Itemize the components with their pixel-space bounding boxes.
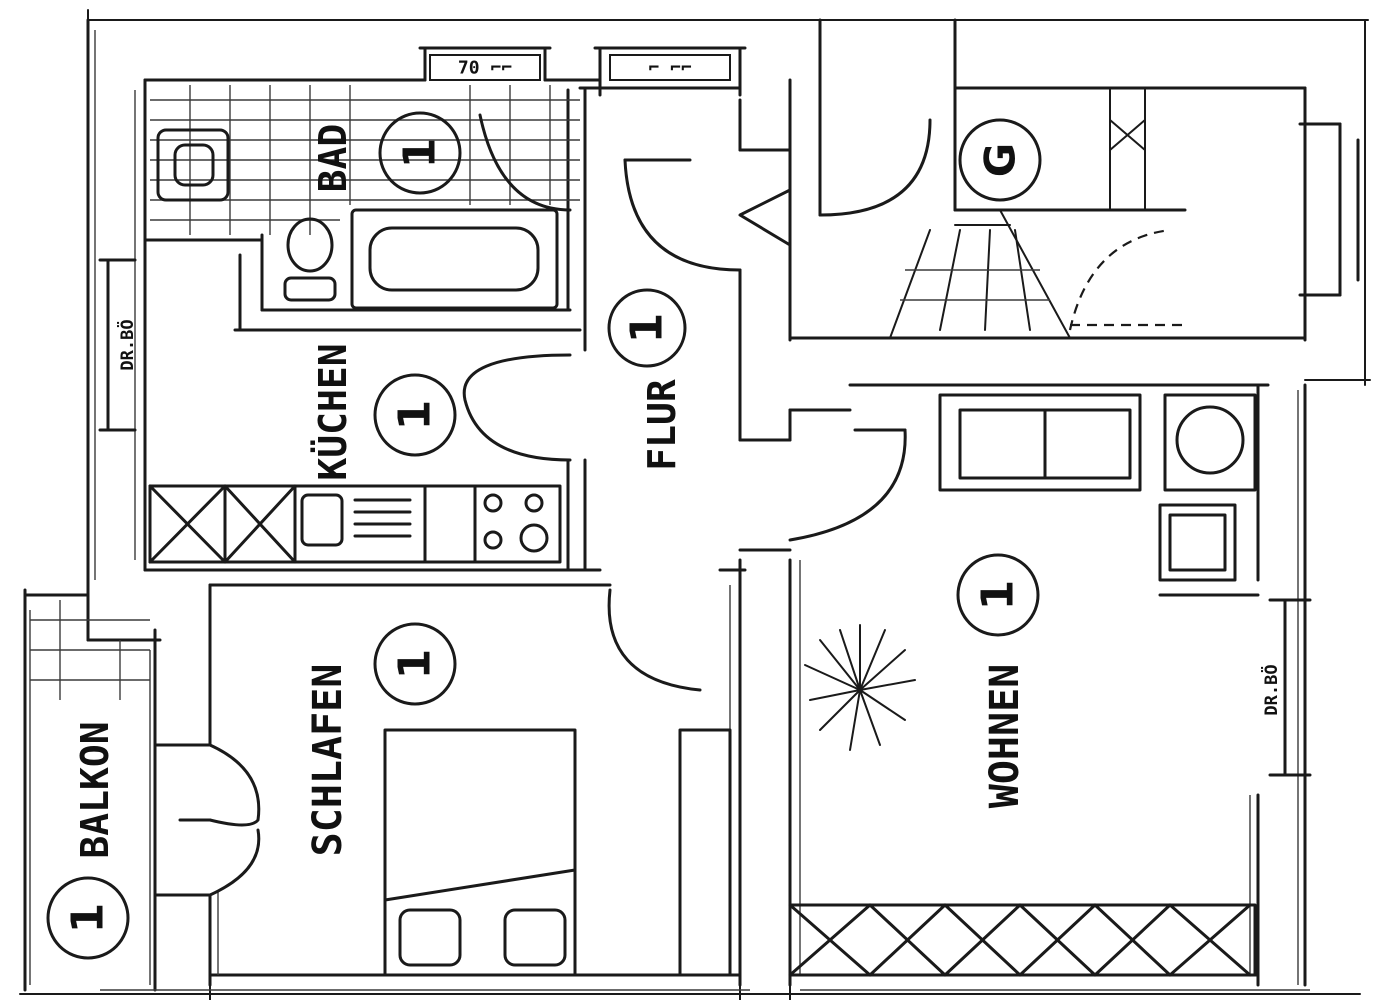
schlafen-number: 1 (390, 649, 441, 680)
bed-icon (383, 728, 577, 977)
flur-doors (607, 118, 932, 692)
bedroom-furniture (178, 728, 732, 977)
bathtub-icon (350, 208, 559, 310)
sofa-icon (938, 393, 1142, 492)
kuchen-window-mark: DR.BÖ (116, 319, 138, 370)
cabinet-cross-1 (148, 484, 227, 564)
tv-cabinet-icon (1158, 503, 1237, 582)
room-number-badges: 1 1 1 G 1 1 1 (46, 111, 1042, 960)
plant-icon (804, 624, 916, 751)
flur-number: 1 (622, 313, 673, 344)
balkon-number: 1 (63, 903, 114, 934)
garderobe-number-circle (958, 118, 1042, 202)
toilet-icon (283, 217, 337, 302)
balkon-label: BALKON (73, 721, 117, 858)
bad-number: 1 (395, 138, 446, 169)
kitchen-sink-icon (300, 493, 344, 547)
balcony-door-swing (208, 743, 261, 827)
bathroom-fixtures (150, 85, 580, 310)
schlafen-number-circle (373, 622, 457, 706)
flur-window-mark: ⌐ ⌐⌐ (648, 58, 692, 79)
bad-label: BAD (311, 124, 355, 193)
living-furniture (788, 393, 1312, 977)
dimension-lines (19, 9, 1371, 1000)
kuchen-number-circle (373, 373, 457, 457)
kuchen-number: 1 (390, 400, 441, 431)
wohnen-number: 1 (973, 580, 1024, 611)
window-hatching (29, 30, 1310, 991)
cabinet-cross-2 (223, 484, 297, 564)
stair (889, 87, 1185, 339)
balkon-number-circle (46, 876, 130, 960)
bad-window-mark: 70 ⌐⌐ (458, 58, 512, 79)
wohnen-window-mark: DR.BÖ (1260, 664, 1282, 715)
wohnen-label: WOHNEN (982, 664, 1028, 809)
stove-icon (483, 493, 549, 553)
kitchen-door-swing (462, 353, 572, 462)
bad-number-circle (378, 111, 462, 195)
garderobe-number: G (976, 143, 1025, 177)
kitchen-fixtures (98, 258, 572, 564)
sink-icon (156, 128, 230, 202)
flur-label: FLUR (640, 379, 684, 471)
balcony-railing (30, 600, 150, 700)
armchair-icon (1163, 393, 1257, 492)
kuchen-label: KÜCHEN (311, 343, 355, 480)
window-marks: 70 ⌐⌐ ⌐ ⌐⌐ DR.BÖ DR.BÖ (116, 54, 1282, 716)
entrance-triangle-icon (738, 188, 792, 247)
bath-door-swing (478, 113, 572, 212)
schlafen-label: SCHLAFEN (305, 664, 351, 857)
walls (23, 18, 1360, 992)
flur-number-circle (607, 288, 687, 368)
room-labels: BAD KÜCHEN FLUR SCHLAFEN WOHNEN BALKON (73, 124, 1028, 859)
wohnen-number-circle (956, 553, 1040, 637)
